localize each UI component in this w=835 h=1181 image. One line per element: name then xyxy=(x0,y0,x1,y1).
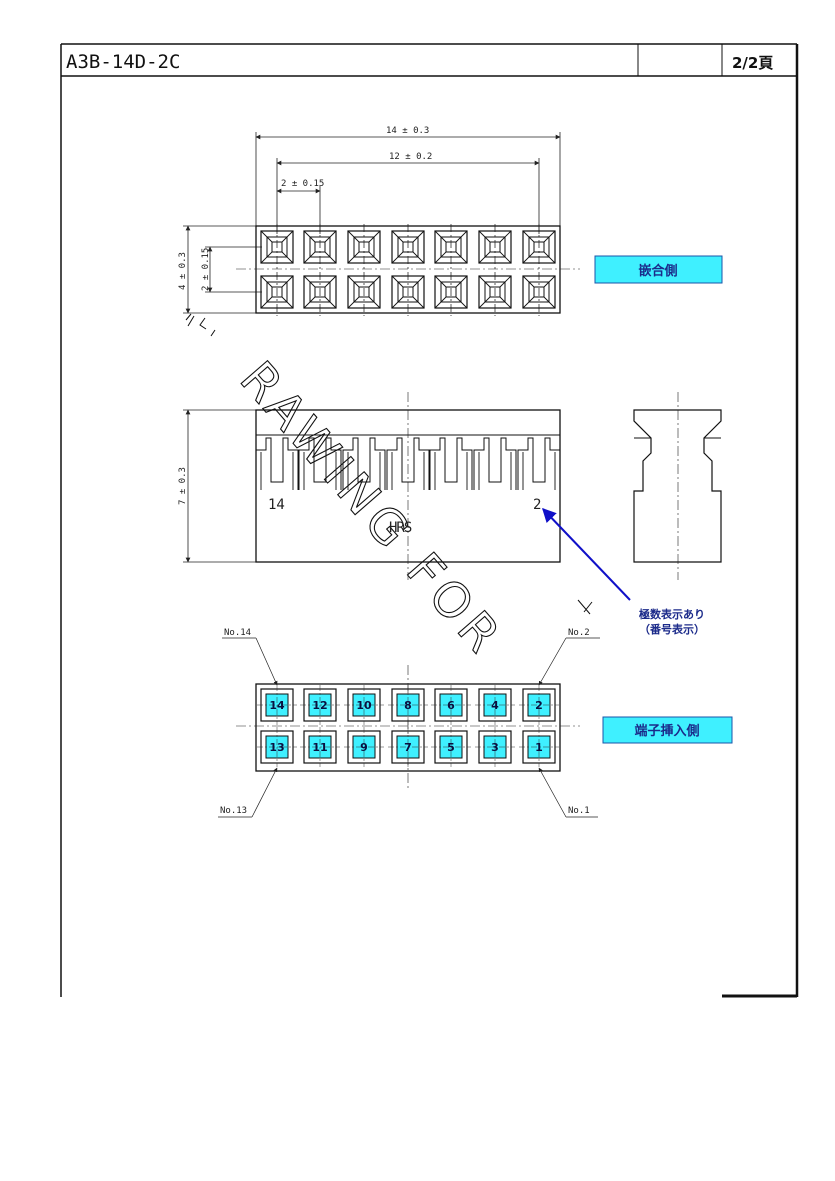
pin-cavity: 12 xyxy=(300,685,340,725)
pin-cavity: 9 xyxy=(344,727,384,767)
pin-cavity: 2 xyxy=(519,685,559,725)
pin-cavity: 6 xyxy=(431,685,471,725)
contact-cavities xyxy=(260,224,556,316)
pin-number: 12 xyxy=(312,699,327,712)
pin-cavity: 13 xyxy=(257,727,297,767)
pin-number: 2 xyxy=(535,699,543,712)
note-line-2: （番号表示） xyxy=(639,622,705,636)
dim-pitch: 2 ± 0.15 xyxy=(281,179,324,189)
callout-pin-14: No.14 xyxy=(224,628,251,638)
mating-cavity xyxy=(478,224,512,316)
pin-number: 14 xyxy=(269,699,285,712)
pin-number: 11 xyxy=(312,741,327,754)
pin-cavity: 8 xyxy=(388,685,428,725)
pin-number: 4 xyxy=(491,699,499,712)
pin-cavity: 11 xyxy=(300,727,340,767)
pin-cavity: 4 xyxy=(475,685,515,725)
mating-side-label: 嵌合側 xyxy=(594,255,723,284)
mating-cavity xyxy=(260,224,294,316)
watermark-fragment-right xyxy=(577,599,593,615)
pin-number: 10 xyxy=(356,699,372,712)
terminal-slot xyxy=(429,437,473,490)
bottom-view: 14 12 10 8 6 4 2 13 11 9 7 5 3 1 No.14 No.2 No.13 No.… xyxy=(218,628,600,818)
dim-row-pitch: 2 ± 0.15 xyxy=(201,248,211,291)
pin-cavity: 3 xyxy=(475,727,515,767)
mating-cavity xyxy=(303,224,337,316)
pin-cavity: 10 xyxy=(344,685,384,725)
side-view xyxy=(633,392,722,580)
mating-cavity xyxy=(522,224,556,316)
terminal-slot xyxy=(473,437,517,490)
page-number: 2/2頁 xyxy=(732,54,773,72)
dim-height: 7 ± 0.3 xyxy=(178,467,188,505)
terminal-slot xyxy=(298,437,342,490)
pin-number: 1 xyxy=(535,741,543,754)
dim-overall-width: 14 ± 0.3 xyxy=(386,126,429,136)
pin-cavities: 14 12 10 8 6 4 2 13 11 9 7 5 3 1 xyxy=(257,685,559,767)
watermark-fragment xyxy=(185,313,216,337)
pin-number: 13 xyxy=(269,741,284,754)
pin-cavity: 7 xyxy=(388,727,428,767)
insertion-side-label: 端子挿入側 xyxy=(602,716,733,744)
front-view: 7 ± 0.3 14 2 HRS xyxy=(178,392,561,580)
terminal-slot xyxy=(517,437,561,490)
pin-number: 5 xyxy=(447,741,455,754)
note-line-1: 極数表示あり xyxy=(638,607,705,621)
mating-cavity xyxy=(434,224,468,316)
pin-cavity: 14 xyxy=(257,685,297,725)
hrs-logo: HRS xyxy=(389,520,412,536)
callout-pin-2: No.2 xyxy=(568,628,590,638)
pin-number: 3 xyxy=(491,741,499,754)
terminal-slot xyxy=(342,437,386,490)
title-block: A3B-14D-2C 2/2頁 xyxy=(60,43,799,998)
mating-cavity xyxy=(347,224,381,316)
part-number: A3B-14D-2C xyxy=(66,51,180,73)
terminal-slot xyxy=(386,437,430,490)
callout-pin-13: No.13 xyxy=(220,806,247,816)
numbering-note: 極数表示あり （番号表示） xyxy=(542,507,705,636)
pin-number: 9 xyxy=(360,741,368,754)
pin-number: 6 xyxy=(447,699,455,712)
mating-cavity xyxy=(391,224,425,316)
insertion-side-text: 端子挿入側 xyxy=(634,723,699,739)
dim-span-width: 12 ± 0.2 xyxy=(389,152,432,162)
mating-side-text: 嵌合側 xyxy=(638,263,677,279)
pin-cavity: 1 xyxy=(519,727,559,767)
dim-overall-depth: 4 ± 0.3 xyxy=(178,252,188,290)
front-left-number: 14 xyxy=(268,497,285,513)
terminal-slots xyxy=(255,437,561,490)
pin-number: 7 xyxy=(404,741,412,754)
callout-pin-1: No.1 xyxy=(568,806,590,816)
terminal-slot xyxy=(255,437,299,490)
front-right-number: 2 xyxy=(533,497,541,513)
pin-number: 8 xyxy=(404,699,412,712)
pin-cavity: 5 xyxy=(431,727,471,767)
top-view: 14 ± 0.3 12 ± 0.2 2 ± 0.15 4 ± 0.3 2 ± 0… xyxy=(178,126,580,316)
